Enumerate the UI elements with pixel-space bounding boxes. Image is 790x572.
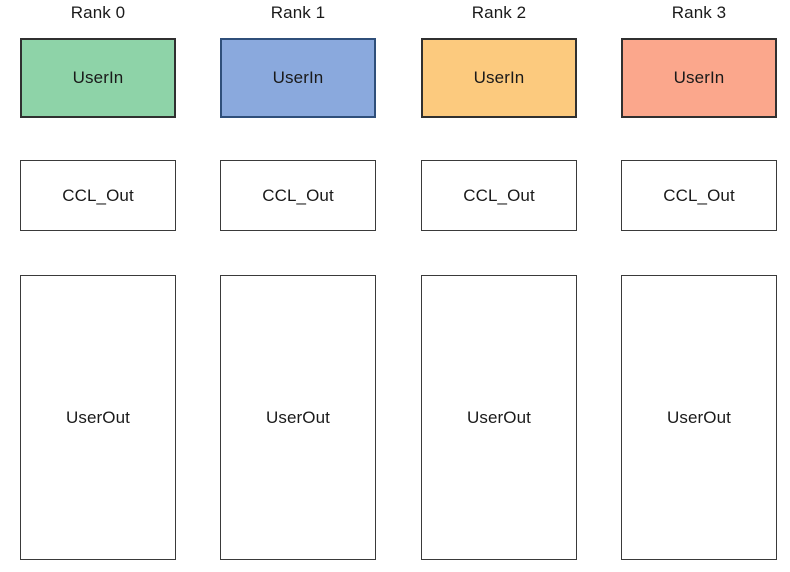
rank-column-3: Rank 3 UserIn CCL_Out UserOut xyxy=(621,0,777,572)
node-userout-label-rank-0: UserOut xyxy=(66,407,130,427)
node-ccl-out-label-rank-3: CCL_Out xyxy=(663,185,735,205)
node-ccl-out-rank-0[interactable]: CCL_Out xyxy=(20,160,176,231)
node-userin-rank-0[interactable]: UserIn xyxy=(20,38,176,118)
node-userin-label-rank-0: UserIn xyxy=(72,68,124,87)
rank-label-0: Rank 0 xyxy=(70,3,126,22)
rank-column-0: Rank 0 UserIn CCL_Out UserOut xyxy=(20,0,176,572)
rank-column-2: Rank 2 UserIn CCL_Out UserOut xyxy=(421,0,577,572)
node-ccl-out-label-rank-0: CCL_Out xyxy=(62,185,134,205)
rank-label-2: Rank 2 xyxy=(471,3,527,22)
node-userout-rank-0[interactable]: UserOut xyxy=(20,275,176,560)
node-userin-label-rank-2: UserIn xyxy=(473,68,525,87)
node-userin-rank-1[interactable]: UserIn xyxy=(220,38,376,118)
node-userout-rank-3[interactable]: UserOut xyxy=(621,275,777,560)
node-ccl-out-rank-1[interactable]: CCL_Out xyxy=(220,160,376,231)
rank-column-1: Rank 1 UserIn CCL_Out UserOut xyxy=(220,0,376,572)
rank-label-3: Rank 3 xyxy=(671,3,727,22)
node-ccl-out-label-rank-2: CCL_Out xyxy=(463,185,535,205)
node-userout-rank-2[interactable]: UserOut xyxy=(421,275,577,560)
node-userin-label-rank-3: UserIn xyxy=(673,68,725,87)
node-ccl-out-rank-2[interactable]: CCL_Out xyxy=(421,160,577,231)
rank-label-1: Rank 1 xyxy=(270,3,326,22)
node-userin-rank-3[interactable]: UserIn xyxy=(621,38,777,118)
node-ccl-out-label-rank-1: CCL_Out xyxy=(262,185,334,205)
node-userout-label-rank-1: UserOut xyxy=(266,407,330,427)
node-userin-rank-2[interactable]: UserIn xyxy=(421,38,577,118)
node-userin-label-rank-1: UserIn xyxy=(272,68,324,87)
node-userout-label-rank-3: UserOut xyxy=(667,407,731,427)
node-ccl-out-rank-3[interactable]: CCL_Out xyxy=(621,160,777,231)
node-userout-rank-1[interactable]: UserOut xyxy=(220,275,376,560)
node-userout-label-rank-2: UserOut xyxy=(467,407,531,427)
